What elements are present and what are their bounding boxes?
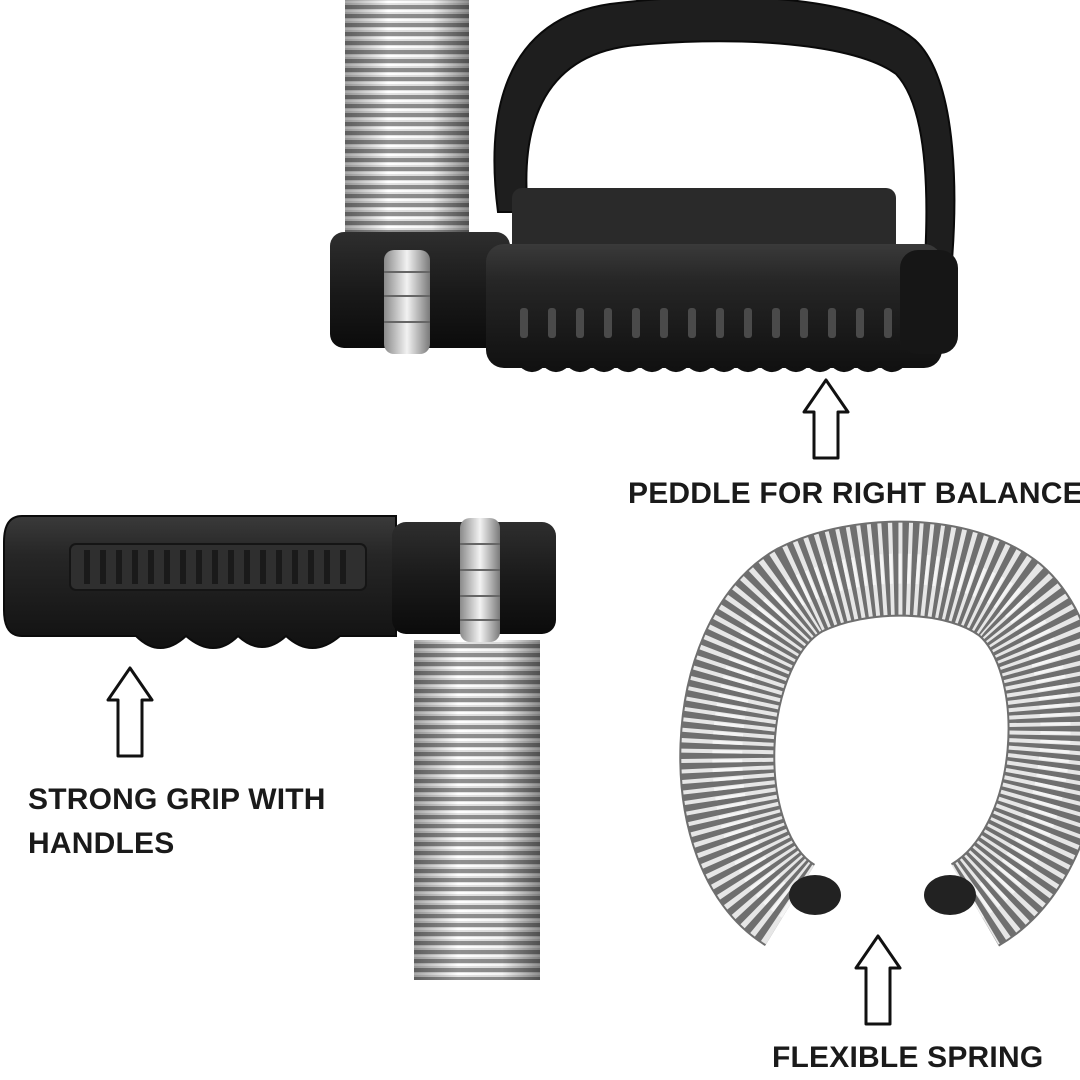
- spring-caption: FLEXIBLE SPRING: [772, 1041, 1044, 1074]
- grip-caption-line-2: HANDLES: [28, 827, 175, 860]
- handle-ring: [460, 518, 500, 642]
- up-arrow-icon: [802, 378, 850, 460]
- pedal-ring: [384, 250, 430, 354]
- pedal-grip-texture: [520, 308, 892, 338]
- handle-assembly: [3, 515, 556, 980]
- up-arrow-icon: [106, 666, 154, 758]
- grip-caption: STRONG GRIP WITH HANDLES: [28, 778, 326, 866]
- grip-caption-line-1: STRONG GRIP WITH: [28, 783, 326, 816]
- pedal-top-plate: [512, 188, 896, 258]
- up-arrow-icon: [854, 934, 902, 1026]
- pedal-body: [486, 244, 942, 368]
- pedal-assembly: [330, 0, 958, 372]
- peddle-caption: PEDDLE FOR RIGHT BALANCE: [628, 477, 1080, 510]
- bent-spring: [679, 520, 1080, 947]
